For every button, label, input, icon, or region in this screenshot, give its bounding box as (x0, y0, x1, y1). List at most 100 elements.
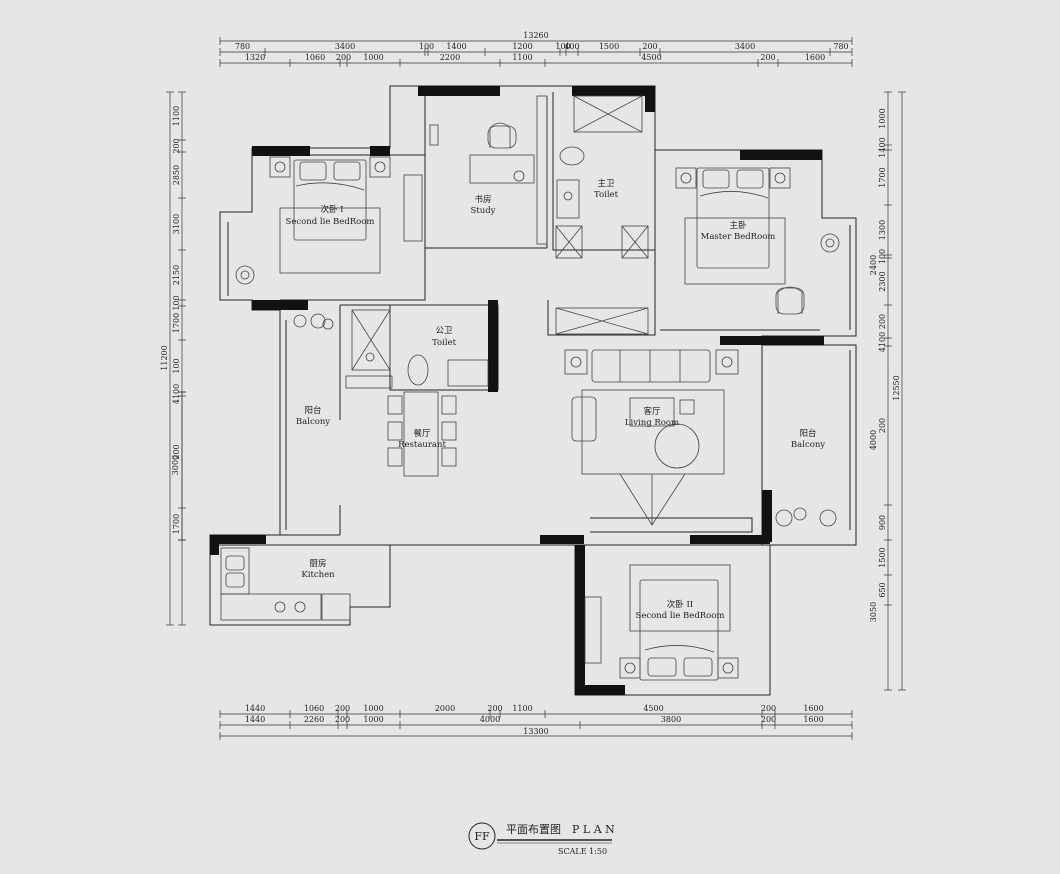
top-dim-row1-label: 1200 (512, 42, 532, 51)
second-bedroom-2-en: Second lie BedRoom (636, 611, 725, 621)
walls (209, 85, 857, 696)
bottom-dim-row1-label: 1600 (803, 704, 823, 713)
living-room-cn: 客厅 (643, 406, 661, 417)
bottom-dim-row2-label: 3800 (661, 715, 681, 724)
structural-columns (210, 86, 824, 695)
top-dim-row1-label: 780 (235, 42, 250, 51)
bottom-dim-row1-label: 4500 (643, 704, 663, 713)
right-dim-row1-label: 900 (878, 515, 887, 530)
balcony-right-cn: 阳台 (799, 428, 816, 439)
top-dim-row1-label: 780 (833, 42, 848, 51)
right-dim-row1-label: 2300 (878, 271, 887, 291)
top-dim-row2-label: 200 (336, 53, 351, 62)
public-toilet-cn: 公卫 (435, 326, 453, 336)
title-cn: 平面布置图 (506, 823, 561, 836)
room-labels: 次卧 I Second lie BedRoom 书房 Study 主卫 Toil… (286, 178, 826, 621)
dimension-lines (166, 37, 906, 740)
right-dim-row2-label: 4000 (869, 430, 878, 450)
top-dim-row1-label: 1400 (446, 42, 466, 51)
bottom-dim-row2-label: 2260 (304, 715, 324, 724)
top-dim-row1-label: 200 (642, 42, 657, 51)
bottom-dim-row2-label: 1000 (363, 715, 383, 724)
kitchen-en: Kitchen (301, 570, 335, 580)
title-en: P L A N (572, 823, 615, 836)
top-dim-row1-label: 100 (419, 42, 434, 51)
right-dim-row1-label: 200 (878, 314, 887, 329)
top-dim-row1-label: 400 (564, 42, 579, 51)
bottom-dim-row1-label: 1100 (512, 704, 532, 713)
bottom-total-label: 13300 (523, 727, 548, 736)
bottom-dim-row1-label: 2000 (435, 704, 455, 713)
second-bedroom-1-en: Second lie BedRoom (286, 217, 375, 227)
top-dim-row2-label: 1320 (245, 53, 265, 62)
bottom-dim-row1-label: 1440 (245, 704, 265, 713)
left-total-label: 11200 (160, 345, 169, 370)
top-dim-row2-label: 200 (760, 53, 775, 62)
bottom-dim-row1-label: 1000 (363, 704, 383, 713)
top-dim-row2-label: 1000 (363, 53, 383, 62)
left-dim-row1-label: 4100 (172, 384, 181, 404)
top-dim-row2-label: 2200 (440, 53, 460, 62)
study-cn: 书房 (474, 194, 491, 205)
right-dim-row1-label: 4100 (878, 332, 887, 352)
bottom-dim-row1-label: 200 (487, 704, 502, 713)
bottom-dim-row1-label: 200 (335, 704, 350, 713)
master-toilet-en: Toilet (594, 190, 619, 200)
right-dim-row1-label: 1500 (878, 547, 887, 567)
restaurant-cn: 餐厅 (413, 429, 431, 439)
scale-label: SCALE 1:50 (558, 847, 607, 856)
left-dim-row1-label: 100 (172, 295, 181, 310)
top-dim-row2-label: 1100 (512, 53, 532, 62)
kitchen-cn: 厨房 (309, 558, 326, 569)
bottom-dim-row2-label: 1440 (245, 715, 265, 724)
title-badge: FF (474, 830, 490, 843)
right-dim-row2-label: 2400 (869, 255, 878, 275)
top-dim-row1-label: 3400 (335, 42, 355, 51)
master-bedroom-en: Master BedRoom (701, 232, 776, 242)
top-dim-row2-label: 1060 (305, 53, 325, 62)
top-dim-row2-label: 4500 (641, 53, 661, 62)
master-bedroom-cn: 主卧 (729, 220, 747, 231)
top-dim-row1-label: 3400 (735, 42, 755, 51)
right-dim-row1-label: 100 (878, 249, 887, 264)
study-en: Study (471, 206, 496, 216)
bottom-dim-row2-label: 1600 (803, 715, 823, 724)
bottom-dim-row2-label: 4000 (480, 715, 500, 724)
balcony-right-en: Balcony (791, 440, 825, 450)
bottom-dim-row1-label: 1060 (304, 704, 324, 713)
left-dim-row1-label: 1100 (172, 106, 181, 126)
left-dim-row1-label: 3100 (172, 214, 181, 234)
left-dim-row1-label: 2850 (172, 165, 181, 185)
master-toilet-cn: 主卫 (597, 178, 615, 189)
right-dim-row1-label: 1400 (878, 137, 887, 157)
right-dim-row2-label: 3050 (869, 602, 878, 622)
public-toilet-en: Toilet (432, 338, 457, 348)
right-dim-row1-label: 200 (878, 418, 887, 433)
left-dim-row1-label: 200 (172, 138, 181, 153)
bottom-dim-row1-label: 200 (761, 704, 776, 713)
bottom-dim-row2-label: 200 (761, 715, 776, 724)
living-room-en: Living Room (625, 418, 679, 428)
top-dim-row2-label: 1600 (805, 53, 825, 62)
balcony-left-cn: 阳台 (304, 405, 321, 416)
title-badge-circle (468, 822, 496, 850)
right-dim-row1-label: 1000 (878, 108, 887, 128)
second-bedroom-1-cn: 次卧 I (320, 204, 343, 215)
left-dim-row2-label: 3000 (171, 455, 180, 475)
left-dim-row1-label: 2150 (172, 265, 181, 285)
balcony-left-en: Balcony (296, 417, 330, 427)
second-bedroom-2-cn: 次卧 II (667, 599, 693, 610)
left-dim-row1-label: 100 (172, 358, 181, 373)
right-dim-row1-label: 650 (878, 582, 887, 597)
right-dim-row1-label: 1700 (878, 167, 887, 187)
left-dim-row1-label: 200 (172, 444, 181, 459)
title-block: FF 平面布置图 P L A N SCALE 1:50 (468, 822, 615, 856)
furniture (220, 95, 840, 681)
right-dim-row1-label: 1300 (878, 220, 887, 240)
top-total-label: 13260 (523, 31, 548, 40)
restaurant-en: Restaurant (398, 440, 446, 450)
left-dim-row1-label: 1700 (172, 514, 181, 534)
top-dim-row1-label: 100 (555, 42, 570, 51)
